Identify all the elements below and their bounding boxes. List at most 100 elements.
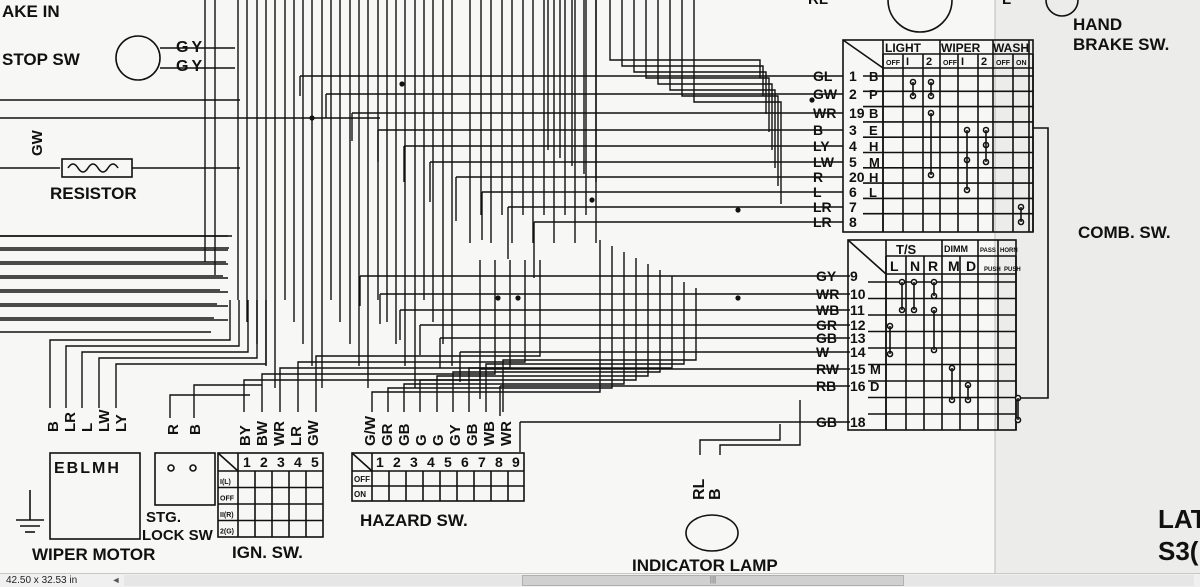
- comb-bot-wire-7: RB: [816, 378, 836, 394]
- wire-label-ign-4: GW: [305, 419, 322, 446]
- wire-label-hazard-7: WB: [481, 421, 498, 446]
- comb-bot-sub-0: L: [890, 258, 899, 274]
- comb-top-code-5: M: [869, 155, 880, 170]
- ign-col-2: 2: [260, 454, 268, 470]
- comb-top-pin-8: 7: [849, 199, 857, 215]
- comb-top-pin-5: 5: [849, 154, 857, 170]
- wire-label-hazard-5: GY: [447, 424, 464, 446]
- comb-top-wire-4: LY: [813, 138, 830, 154]
- ign-col-4: 4: [294, 454, 302, 470]
- wiper-motor-terminals: EBLMH: [54, 460, 121, 477]
- indicator-lamp: [685, 514, 739, 552]
- label-s3: S3(: [1158, 536, 1199, 566]
- comb-bot-pin-7: 16: [850, 378, 866, 394]
- status-bar: 42.50 x 32.53 in ◄ |||: [0, 573, 1200, 587]
- comb-bot-sub-4: D: [966, 258, 976, 274]
- horizontal-scrollbar[interactable]: |||: [124, 575, 1194, 586]
- hazard-col-8: 8: [495, 454, 503, 470]
- label-stg: STG.: [146, 509, 181, 526]
- wire-label-ign-3: LR: [288, 426, 305, 446]
- wiper-motor-box: [49, 452, 141, 540]
- comb-top-sub-0: OFF: [886, 60, 901, 67]
- label-lock-sw: LOCK SW: [142, 527, 214, 544]
- label-brake-sw: BRAKE SW.: [1073, 35, 1169, 54]
- comb-top-group-1: WIPER: [941, 41, 981, 55]
- wire-label-gw: GW: [29, 129, 46, 156]
- wire-label-lamp-0: RL: [691, 478, 708, 500]
- wire-label-ign-1: BW: [254, 420, 271, 446]
- wire-label-wiper-3: LW: [96, 409, 113, 432]
- label-indicator-lamp: INDICATOR LAMP: [632, 556, 778, 573]
- comb-bot-sub-5: PUSH: [984, 267, 1001, 273]
- comb-top-code-6: H: [869, 170, 878, 185]
- label-ign-sw: IGN. SW.: [232, 543, 303, 562]
- hazard-row-OFF: OFF: [354, 475, 370, 484]
- comb-top-pin-7: 6: [849, 184, 857, 200]
- comb-top-sub-3: OFF: [943, 60, 958, 67]
- comb-top-code-3: E: [869, 123, 878, 138]
- comb-top-sub-4: I: [961, 56, 964, 68]
- hazard-col-6: 6: [461, 454, 469, 470]
- comb-bot-pin-0: 9: [850, 268, 858, 284]
- comb-bot-wire-1: WR: [816, 286, 839, 302]
- comb-bot-pin-8: 18: [850, 414, 866, 430]
- ignition-switch-table: [217, 452, 324, 538]
- hazard-col-3: 3: [410, 454, 418, 470]
- wire-label-hazard-6: GB: [464, 423, 481, 446]
- scrollbar-grip-icon: |||: [709, 575, 717, 584]
- comb-bot-wire-0: GY: [816, 268, 837, 284]
- hazard-col-7: 7: [478, 454, 486, 470]
- scroll-left-arrow-icon[interactable]: ◄: [111, 575, 121, 585]
- comb-bot-group-3: HORN: [1000, 248, 1018, 254]
- wire-label-hazard-0: G/W: [362, 415, 379, 446]
- comb-top-wire-7: L: [813, 184, 822, 200]
- comb-bot-wire-2: WB: [816, 302, 839, 318]
- wire-label-lock-1: B: [187, 424, 204, 435]
- label-hand: HAND: [1073, 15, 1122, 34]
- comb-top-wire-3: B: [813, 122, 823, 138]
- wire-label-wiper-1: LR: [62, 412, 79, 432]
- comb-top-wire-9: LR: [813, 214, 832, 230]
- comb-top-sub-2: 2: [926, 56, 932, 68]
- ign-row-2: II(R): [220, 512, 234, 519]
- wire-label-wiper-2: L: [79, 423, 96, 432]
- wire-label-hazard-8: WR: [498, 421, 515, 446]
- wire-label-lamp-1: B: [707, 488, 724, 500]
- wire-label-stop-0: GY: [176, 39, 205, 56]
- label-rl-top: RL: [808, 0, 828, 8]
- comb-top-sub-1: I: [906, 56, 909, 68]
- comb-top-pin-4: 4: [849, 138, 857, 154]
- label-resistor: RESISTOR: [50, 184, 137, 203]
- comb-top-pin-9: 8: [849, 214, 857, 230]
- comb-bot-pin-5: 14: [850, 344, 866, 360]
- comb-bot-pin-1: 10: [850, 286, 866, 302]
- label-stop-sw: STOP SW: [2, 50, 81, 69]
- comb-top-group-0: LIGHT: [885, 41, 922, 55]
- wire-label-lock-0: R: [165, 424, 182, 435]
- label-brake-in: AKE IN: [2, 2, 60, 21]
- comb-top-wire-6: R: [813, 169, 823, 185]
- comb-top-sub-5: 2: [981, 56, 987, 68]
- scrollbar-thumb[interactable]: |||: [522, 575, 904, 586]
- comb-bot-pin-2: 11: [850, 302, 865, 318]
- comb-top-pin-6: 20: [849, 169, 865, 185]
- comb-top-pin-3: 3: [849, 122, 857, 138]
- ign-col-5: 5: [311, 454, 319, 470]
- comb-top-sub-7: ON: [1016, 60, 1027, 67]
- label-wiper-motor: WIPER MOTOR: [32, 545, 155, 564]
- wire-label-ign-0: BY: [237, 425, 254, 446]
- comb-bot-wire-6: RW: [816, 361, 840, 377]
- comb-bot-wire-8: GB: [816, 414, 837, 430]
- hazard-col-4: 4: [427, 454, 435, 470]
- comb-top-code-1: P: [869, 87, 878, 102]
- comb-bot-sub-2: R: [928, 258, 938, 274]
- ign-row-3: 2(G): [220, 529, 234, 536]
- comb-bot-pin-6: 15: [850, 361, 866, 377]
- page-size-readout: 42.50 x 32.53 in: [6, 575, 78, 586]
- wire-label-stop-1: GY: [176, 58, 205, 75]
- wire-label-hazard-1: GR: [379, 423, 396, 446]
- comb-top-wire-2: WR: [813, 105, 836, 121]
- ign-row-0: I(L): [220, 479, 231, 486]
